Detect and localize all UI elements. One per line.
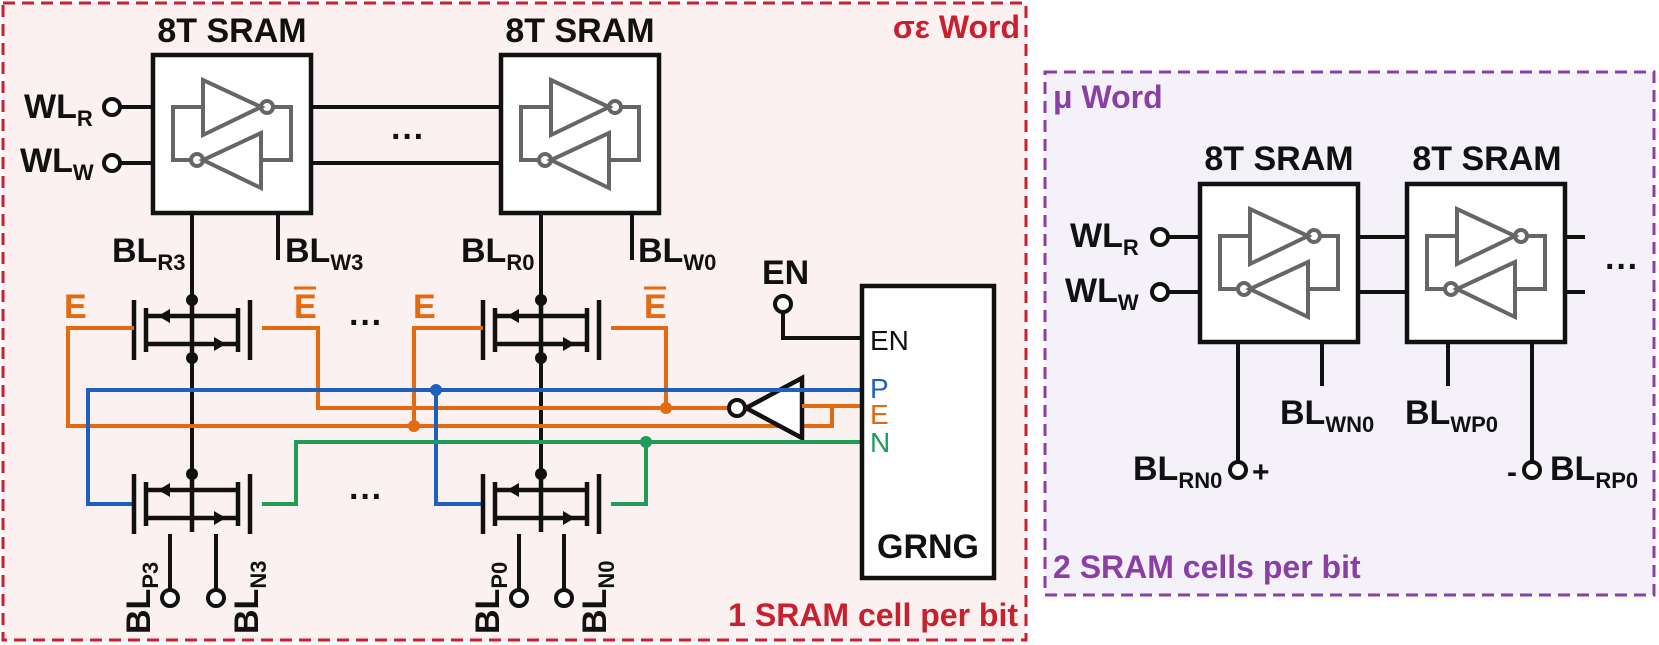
two-cells-per-bit-label: 2 SRAM cells per bit bbox=[1053, 549, 1361, 585]
bl-wn0-label: BLWN0 bbox=[1280, 394, 1374, 437]
wl-read-label: WLR bbox=[24, 88, 93, 131]
sram-cell-r2 bbox=[1407, 184, 1565, 342]
minus-sign: - bbox=[1507, 456, 1517, 489]
wl-write-label-r: WLW bbox=[1065, 272, 1139, 315]
wl-read-terminal bbox=[102, 97, 122, 117]
bl-r3-label: BLR3 bbox=[112, 232, 185, 275]
bl-w3-label: BLW3 bbox=[285, 232, 363, 275]
right-ellipsis: ··· bbox=[1605, 248, 1639, 286]
wl-write-label: WLW bbox=[20, 142, 94, 185]
bl-wp0-label: BLWP0 bbox=[1405, 394, 1498, 437]
lower-ellipsis: ··· bbox=[349, 478, 383, 516]
bl-w0-label: BLW0 bbox=[638, 232, 716, 275]
wl-read-label-r: WLR bbox=[1070, 217, 1139, 260]
sram-cell-r1 bbox=[1200, 184, 1358, 342]
grng-pin-p: P bbox=[870, 373, 889, 404]
bl-n3-label: BLN3 bbox=[228, 561, 271, 634]
grng-block bbox=[859, 283, 997, 581]
en-input-label: EN bbox=[762, 254, 809, 292]
bl-n0-label: BLN0 bbox=[576, 561, 619, 634]
bl-p0-label: BLP0 bbox=[469, 562, 512, 634]
sigma-epsilon-word-title: σε Word bbox=[893, 9, 1020, 45]
bl-rp0-label: BLRP0 bbox=[1550, 450, 1638, 493]
wl-write-terminal bbox=[102, 153, 122, 173]
plus-sign: + bbox=[1252, 456, 1270, 489]
e-label-0: E bbox=[413, 288, 436, 326]
cells-ellipsis: ··· bbox=[391, 118, 425, 156]
grng-pin-e: E bbox=[870, 399, 889, 430]
bl-p3-label: BLP3 bbox=[120, 562, 163, 634]
ebar-label-0: E bbox=[644, 288, 667, 326]
en-terminal bbox=[773, 294, 793, 314]
grng-name: GRNG bbox=[877, 528, 979, 566]
grng-pin-en: EN bbox=[870, 325, 909, 356]
bl-rn0-label: BLRN0 bbox=[1133, 450, 1222, 493]
bl-r0-label: BLR0 bbox=[461, 232, 534, 275]
sram-cell-title-r1: 8T SRAM bbox=[1204, 140, 1353, 178]
ebar-label-3: E bbox=[294, 288, 317, 326]
sram-cell-2 bbox=[501, 55, 659, 213]
sram-cell-title-1: 8T SRAM bbox=[157, 12, 306, 50]
grng-pin-n: N bbox=[870, 427, 890, 458]
one-cell-per-bit-label: 1 SRAM cell per bit bbox=[728, 597, 1018, 633]
mu-word-title: μ Word bbox=[1053, 79, 1163, 115]
sram-cell-1 bbox=[153, 55, 311, 213]
e-label-3: E bbox=[64, 288, 87, 326]
gates-ellipsis: ··· bbox=[349, 304, 383, 342]
sram-cell-title-r2: 8T SRAM bbox=[1412, 140, 1561, 178]
sram-cell-title-2: 8T SRAM bbox=[505, 12, 654, 50]
